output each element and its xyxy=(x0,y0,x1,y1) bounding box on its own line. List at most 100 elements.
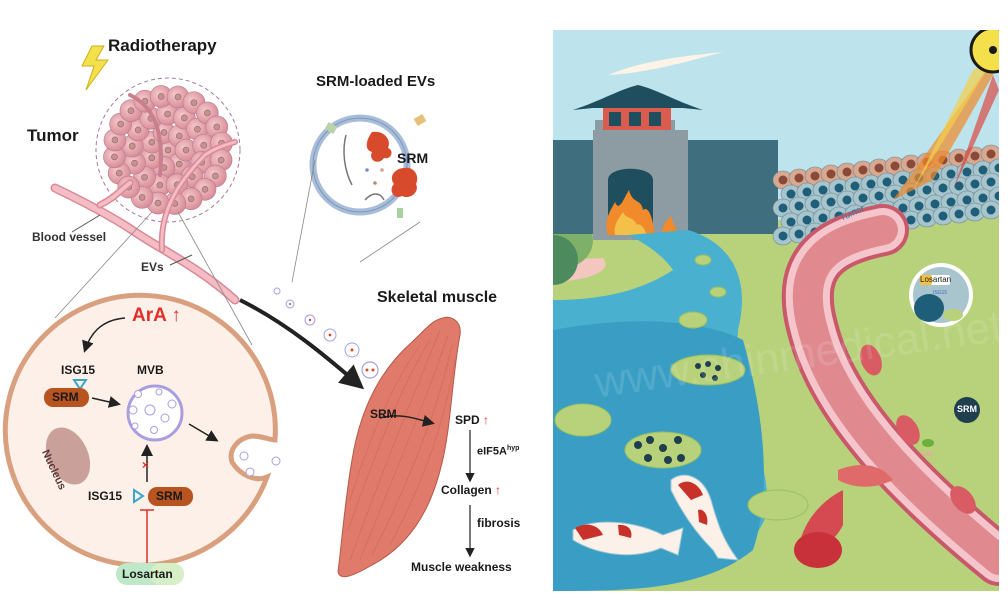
radiation-symbol-icon xyxy=(969,30,999,74)
tumor-mass-nucleus xyxy=(874,163,884,173)
tumor-mass-nucleus xyxy=(778,203,788,213)
tumor-mass-nucleus xyxy=(930,199,940,209)
rp-srm-badge-label: SRM xyxy=(957,404,977,414)
skeletal-muscle-title: Skeletal muscle xyxy=(377,289,498,306)
tumor-cell-nucleus xyxy=(182,146,190,154)
rp-evs-label: EVs xyxy=(922,452,934,458)
red-blood-cells xyxy=(860,344,976,514)
tumor-mass-nucleus xyxy=(826,169,836,179)
srm-top-label: SRM xyxy=(52,390,79,404)
tumor-mass-nucleus xyxy=(962,195,972,205)
tumor-cell-nucleus xyxy=(174,93,182,101)
tumor-cell-nucleus xyxy=(157,93,165,100)
tumor-cell-nucleus xyxy=(138,194,146,201)
tumor-mass-nucleus xyxy=(794,201,804,211)
koi-fish xyxy=(572,474,740,561)
tumor-mass-nucleus xyxy=(778,175,788,185)
tumor-mass-nucleus xyxy=(842,195,852,205)
ev-cargo-srm-label: SRM xyxy=(397,150,429,166)
tumor-mass-nucleus xyxy=(986,149,996,159)
skeletal-muscle xyxy=(337,316,475,578)
tumor-cell-nucleus xyxy=(111,153,118,161)
blood-vessel-label: Blood vessel xyxy=(32,230,107,244)
tumor-mass-nucleus xyxy=(786,217,796,227)
tumor-mass-nucleus xyxy=(858,193,868,203)
eif5a-label: eIF5Ahyp xyxy=(477,445,519,458)
tumor-mass-nucleus xyxy=(802,187,812,197)
tumor-mass-nucleus xyxy=(810,171,820,181)
srm-pill-top xyxy=(44,388,89,407)
tumor-mass-nucleus xyxy=(914,201,924,211)
rp-losartan-label: Losartan xyxy=(920,275,952,284)
tumor-mass-nucleus xyxy=(906,159,916,169)
spd-label: SPD ↑ xyxy=(455,413,489,427)
mvb xyxy=(126,384,184,442)
blood-vessel xyxy=(50,93,240,305)
tumor-mass-nucleus xyxy=(890,161,900,171)
tumor-cell-nucleus xyxy=(115,169,123,177)
tumor-mass-nucleus xyxy=(994,163,999,173)
tumor-mass-nucleus xyxy=(802,215,812,225)
mvb-label: MVB xyxy=(137,363,164,377)
illustration-svg xyxy=(553,30,999,591)
tumor-cell-nucleus xyxy=(175,160,183,168)
tumor-mass-nucleus xyxy=(898,175,908,185)
tumor-cell-nucleus xyxy=(111,136,119,144)
tumor-mass-nucleus xyxy=(834,183,844,193)
tumor-mass-nucleus xyxy=(778,231,788,241)
tumor-cell-nucleus xyxy=(148,154,156,162)
ara-up-arrow-icon: ↑ xyxy=(171,305,181,326)
collagen-up-arrow-icon: ↑ xyxy=(495,483,502,497)
tumor-mass-nucleus xyxy=(946,197,956,207)
tumor-mass-nucleus xyxy=(842,167,852,177)
tumor-mass-cell xyxy=(988,158,999,178)
tumor-mass-nucleus xyxy=(970,207,980,217)
tumor-mass-nucleus xyxy=(850,181,860,191)
srm-loaded-evs-title: SRM-loaded EVs xyxy=(316,73,436,90)
tumor-cell-nucleus xyxy=(160,129,168,136)
tumor-cell-nucleus xyxy=(128,142,136,150)
losartan-label: Losartan xyxy=(122,567,173,581)
tumor-cell-nucleus xyxy=(154,199,162,207)
tumor-mass-nucleus xyxy=(946,169,956,179)
transport-arrow xyxy=(239,298,365,390)
spd-text: SPD xyxy=(455,413,480,427)
tumor-mass-nucleus xyxy=(794,173,804,183)
tumor-cell-nucleus xyxy=(190,99,198,106)
tumor-cell-nucleus xyxy=(217,156,225,164)
tumor-mass-nucleus xyxy=(978,193,988,203)
tumor-mass-nucleus xyxy=(986,205,996,215)
tumor-mass-nucleus xyxy=(786,189,796,199)
ara-label: ArA ↑ xyxy=(132,305,181,327)
tumor-mass-nucleus xyxy=(882,177,892,187)
tumor-mass-nucleus xyxy=(970,151,980,161)
illustration-panel: Tumor Losartan ISG15 SRM EVs www.chinmed… xyxy=(553,30,999,591)
tumor-mass-nucleus xyxy=(794,229,804,239)
tumor-boundary xyxy=(95,77,241,223)
tumor-mass-nucleus xyxy=(954,209,964,219)
fibrosis-label: fibrosis xyxy=(477,516,521,530)
tumor-cell-nucleus xyxy=(203,109,211,117)
lightning-bolt-icon xyxy=(81,45,109,91)
mechanism-diagram-svg xyxy=(2,45,475,585)
collagen-text: Collagen xyxy=(441,483,492,497)
tumor-cell-nucleus xyxy=(141,173,148,181)
tumor-mass-nucleus xyxy=(954,153,964,163)
tumor-mass-nucleus xyxy=(858,165,868,175)
blocked-mark: × xyxy=(142,458,150,472)
tumor-cell-nucleus xyxy=(213,123,221,131)
tumor-mass-nucleus xyxy=(818,213,828,223)
tumor-mass-nucleus xyxy=(866,179,876,189)
tumor-mass-nucleus xyxy=(954,181,964,191)
tumor-cell-nucleus xyxy=(164,146,172,154)
srm-pill-bottom xyxy=(148,487,193,506)
tumor-mass-nucleus xyxy=(898,203,908,213)
collagen-label: Collagen ↑ xyxy=(441,483,501,497)
tumor-mass-nucleus xyxy=(994,191,999,201)
srm-loaded-ev xyxy=(309,114,427,218)
tumor-cell-nucleus xyxy=(131,159,138,167)
tumor-cell-nucleus xyxy=(212,172,219,180)
tumor-mass-nucleus xyxy=(922,185,932,195)
tumor-mass-nucleus xyxy=(810,199,820,209)
tumor-cell-nucleus xyxy=(127,107,135,115)
